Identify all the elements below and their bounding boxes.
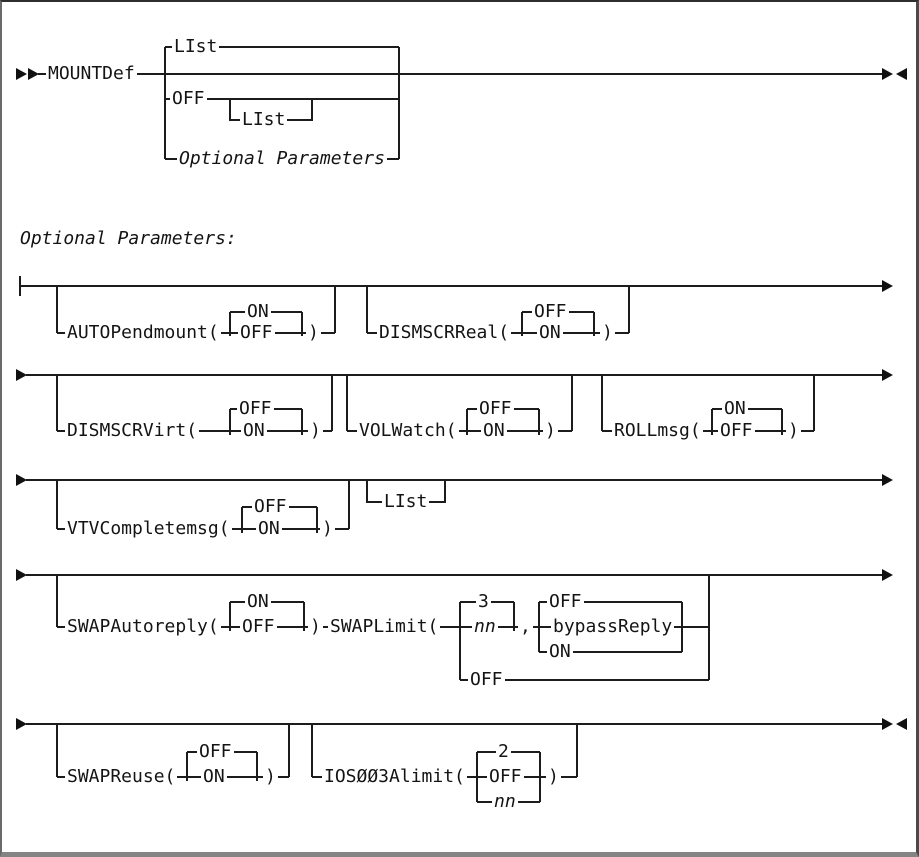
ios003alimit-off: OFF (487, 766, 524, 788)
volwatch-on: ON (481, 420, 507, 442)
swaplimit-default-3: 3 (476, 591, 491, 613)
param-volwatch: VOLWatch( (357, 420, 459, 442)
volwatch-default-off: OFF (477, 398, 514, 420)
swaplimit-reply-off: OFF (547, 591, 584, 613)
autopendmount-default-on: ON (245, 301, 271, 323)
continue-arrow-icon (16, 474, 27, 486)
start-arrow-icon (28, 68, 39, 80)
param-swapreuse: SWAPReuse( (65, 766, 178, 788)
continue-arrow-icon (882, 369, 893, 381)
row6-rails (26, 723, 882, 803)
row5-arrows (16, 569, 893, 581)
close-paren: ) (308, 616, 323, 638)
continue-arrow-icon (882, 474, 893, 486)
dismscrreal-on: ON (537, 322, 563, 344)
close-paren: ) (263, 766, 278, 788)
row1-default-list: LIst (172, 36, 220, 58)
row1-off-option: OFF (170, 88, 207, 110)
param-ios003alimit: IOSØØ3Alimit( (322, 766, 467, 788)
row2-arrows (882, 280, 893, 292)
autopendmount-off: OFF (238, 322, 275, 344)
dismscrvirt-default-off: OFF (237, 398, 274, 420)
continue-arrow-icon (16, 569, 27, 581)
end-arrow-icon (896, 68, 907, 80)
ios003alimit-nn-variable: nn (492, 791, 518, 813)
param-vtvcompletemsg: VTVCompletemsg( (65, 518, 232, 540)
row1-off-list-option: LIst (240, 109, 288, 131)
swapautoreply-default-on: ON (245, 591, 271, 613)
swaplimit-off-alternative: OFF (468, 669, 505, 691)
close-paren: ) (546, 766, 561, 788)
param-dismscrvirt: DISMSCRVirt( (65, 420, 200, 442)
row3-arrows (16, 369, 893, 381)
ios003alimit-default-2: 2 (496, 741, 511, 763)
close-paren: ) (786, 420, 801, 442)
row4-arrows (16, 474, 893, 486)
section-header-optional-parameters: Optional Parameters: (18, 228, 239, 250)
row1-rails (38, 46, 882, 160)
close-paren: ) (600, 322, 615, 344)
swaplimit-reply-on: ON (547, 641, 573, 663)
vtvcompletemsg-on: ON (256, 518, 282, 540)
start-arrow-icon (16, 68, 27, 80)
row3-rails (26, 374, 882, 435)
close-paren: ) (308, 420, 323, 442)
param-rollmsg: ROLLmsg( (612, 420, 703, 442)
close-paren: ) (543, 420, 558, 442)
end-arrow-icon (882, 718, 893, 730)
continue-arrow-icon (882, 280, 893, 292)
close-paren: ) (306, 322, 321, 344)
close-paren: ) (320, 518, 335, 540)
row1-arrows (16, 68, 907, 80)
param-autopendmount: AUTOPendmount( (65, 322, 221, 344)
keyword-mountdef: MOUNTDef (46, 63, 137, 85)
continue-arrow-icon (16, 718, 27, 730)
continue-arrow-icon (16, 369, 27, 381)
param-swaplimit: SWAPLimit( (328, 616, 441, 638)
row1-optional-parameters-ref: Optional Parameters (177, 148, 387, 170)
param-swapautoreply: SWAPAutoreply( (65, 616, 221, 638)
swaplimit-nn-variable: nn (472, 616, 498, 638)
param-dismscrreal: DISMSCRReal( (377, 322, 512, 344)
comma-separator: , (518, 616, 533, 638)
vtvcompletemsg-default-off: OFF (252, 496, 289, 518)
end-arrow-icon (882, 68, 893, 80)
swapreuse-default-off: OFF (197, 741, 234, 763)
rollmsg-off: OFF (718, 420, 755, 442)
dismscrvirt-on: ON (241, 420, 267, 442)
rollmsg-default-on: ON (722, 398, 748, 420)
dismscrreal-default-off: OFF (532, 301, 569, 323)
swapautoreply-off: OFF (240, 616, 277, 638)
continue-arrow-icon (882, 569, 893, 581)
param-list-option: LIst (382, 491, 430, 513)
swaplimit-reply-bypassreply: bypassReply (551, 616, 675, 638)
swapreuse-on: ON (201, 766, 227, 788)
end-arrow-icon (896, 718, 907, 730)
row6-arrows (16, 718, 907, 730)
